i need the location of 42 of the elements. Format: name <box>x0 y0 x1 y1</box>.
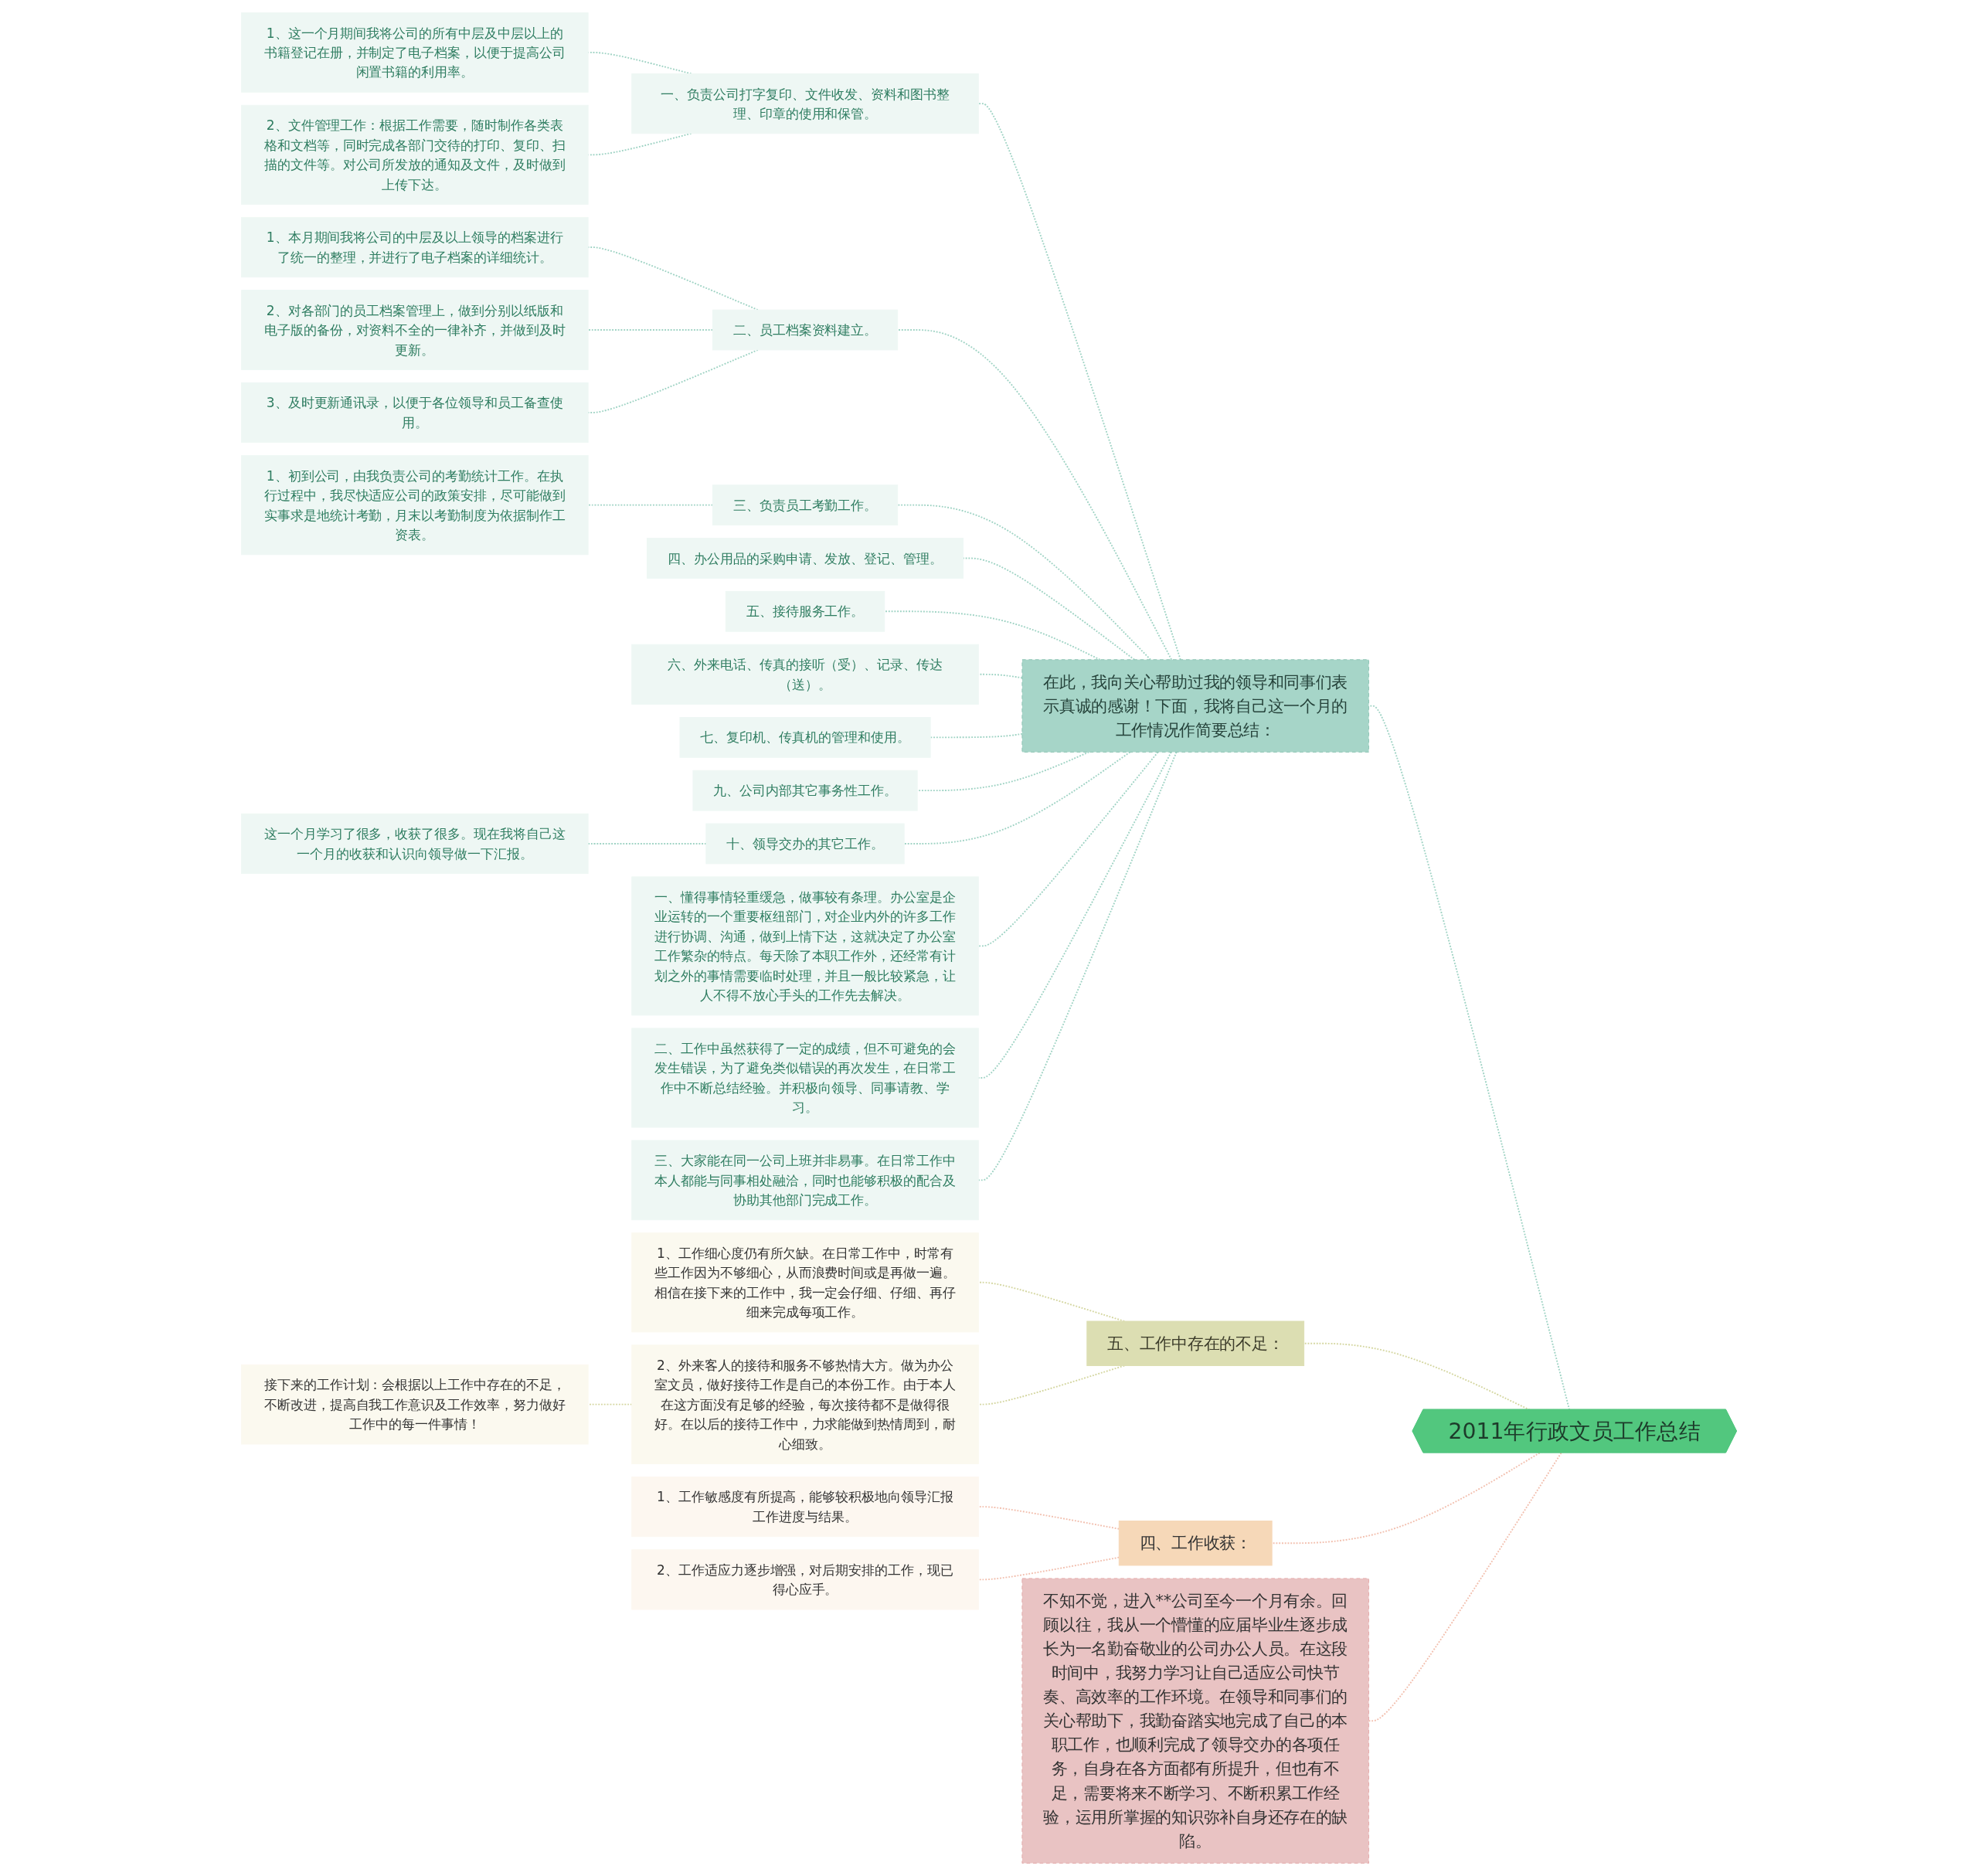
topic-box: 1、这一个月期间我将公司的所有中层及中层以上的书籍登记在册，并制定了电子档案，以便于提高公司闲置书籍的利用率。 <box>241 12 589 93</box>
connector-line <box>977 1556 1120 1581</box>
connector-line <box>587 504 714 506</box>
connector-line <box>903 751 1131 845</box>
connector-line <box>977 103 1181 661</box>
topic-box: 3、及时更新通讯录，以便于各位领导和员工备查使用。 <box>241 382 589 444</box>
topic-box: 七、复印机、传真机的管理和使用。 <box>679 716 931 758</box>
connector-line <box>1271 1452 1541 1545</box>
connector-line <box>587 1403 633 1405</box>
connector-line <box>896 504 1151 661</box>
connector-line <box>977 1506 1120 1530</box>
topic-box: 在此，我向关心帮助过我的领导和同事们表示真诚的感谢！下面，我将自己这一个月的工作情况作简要总结： <box>1021 659 1369 753</box>
topic-box: 二、员工档案资料建立。 <box>712 309 899 351</box>
topic-box: 2、外来客人的接待和服务不够热情大方。做为办公室文员，做好接待工作是自己的本份工作。由于本人在这方面没有足够的经验，每次接待都不是做得很好。在以后的接待工作中，力求能做到热情周到，耐心细致。 <box>631 1344 979 1464</box>
topic-box: 六、外来电话、传真的接听（受）、记录、传达（送）。 <box>631 644 979 705</box>
topic-box: 五、接待服务工作。 <box>725 590 885 632</box>
central-topic: 2011年行政文员工作总结 <box>1412 1409 1737 1453</box>
topic-box: 2、工作适应力逐步增强，对后期安排的工作，现已得心应手。 <box>631 1549 979 1610</box>
connector-line <box>977 751 1159 947</box>
topic-box: 1、本月期间我将公司的中层及以上领导的档案进行了统一的整理，并进行了电子档案的详细统计。 <box>241 216 589 278</box>
connector-line <box>587 329 714 331</box>
topic-box: 三、负责员工考勤工作。 <box>712 484 899 526</box>
topic-box: 九、公司内部其它事务性工作。 <box>692 770 918 811</box>
connector-line <box>1368 705 1571 1411</box>
topic-box: 五、工作中存在的不足： <box>1086 1320 1305 1366</box>
topic-box: 1、工作细心度仍有所欠缺。在日常工作中，时常有些工作因为不够细心，从而浪费时间或是再做一遍。相信在接下来的工作中，我一定会仔细、仔细、再仔细来完成每项工作。 <box>631 1232 979 1333</box>
topic-box: 接下来的工作计划：会根据以上工作中存在的不足，不断改进，提高自我工作意识及工作效率，努力做好工作中的每一件事情！ <box>241 1364 589 1445</box>
topic-box: 2、对各部门的员工档案管理上，做到分别以纸版和电子版的备份，对资料不全的一律补齐，并做到及时更新。 <box>241 290 589 370</box>
topic-box: 1、初到公司，由我负责公司的考勤统计工作。在执行过程中，我尽快适应公司的政策安排，尽可能做到实事求是地统计考勤，月末以考勤制度为依据制作工资表。 <box>241 455 589 556</box>
topic-box: 1、工作敏感度有所提高，能够较积极地向领导汇报工作进度与结果。 <box>631 1477 979 1538</box>
topic-box: 2、文件管理工作：根据工作需要，随时制作各类表格和文档等，同时完成各部门交待的打印、复印、扫描的文件等。对公司所发放的通知及文件，及时做到上传下达。 <box>241 104 589 205</box>
connector-line <box>896 329 1173 661</box>
topic-box: 四、工作收获： <box>1118 1521 1273 1566</box>
topic-box: 二、工作中虽然获得了一定的成绩，但不可避免的会发生错误，为了避免类似错误的再次发生，在日常工作中不断总结经验。并积极向领导、同事请教、学习。 <box>631 1028 979 1128</box>
topic-box: 不知不觉，进入**公司至今一个月有余。回顾以往，我从一个懵懂的应届毕业生逐步成长为一名勤奋敬业的公司办公人员。在这段时间中，我努力学习让自己适应公司快节奏、高效率的工作环境。在领导和同事们的关心帮助下，我勤奋踏实地完成了自己的本职工作，也顺利完成了领导交办的各项任务，自身在各方面都有所提升，但也有不足，需要将来不断学习、不断积累工作经验，运用所掌握的知识弥补自身还存在的缺陷。 <box>1021 1578 1369 1864</box>
topic-box: 这一个月学习了很多，收获了很多。现在我将自己这一个月的收获和认识向领导做一下汇报。 <box>241 813 589 875</box>
topic-box: 一、懂得事情轻重缓急，做事较有条理。办公室是企业运转的一个重要枢纽部门，对企业内外的许多工作进行协调、沟通，做到上情下达，这就决定了办公室工作繁杂的特点。每天除了本职工作外，还经常有计划之外的事情需要临时处理，并且一般比较紧急，让人不得不放心手头的工作先去解决。 <box>631 876 979 1016</box>
topic-box: 三、大家能在同一公司上班并非易事。在日常工作中本人都能与同事相处融洽，同时也能够积极的配合及协助其他部门完成工作。 <box>631 1140 979 1221</box>
topic-box: 十、领导交办的其它工作。 <box>705 823 905 865</box>
topic-box: 四、办公用品的采购申请、发放、登记、管理。 <box>647 538 964 579</box>
topic-box: 一、负责公司打字复印、文件收发、资料和图书整理、印章的使用和保管。 <box>631 73 979 134</box>
connector-line <box>1368 1452 1562 1722</box>
